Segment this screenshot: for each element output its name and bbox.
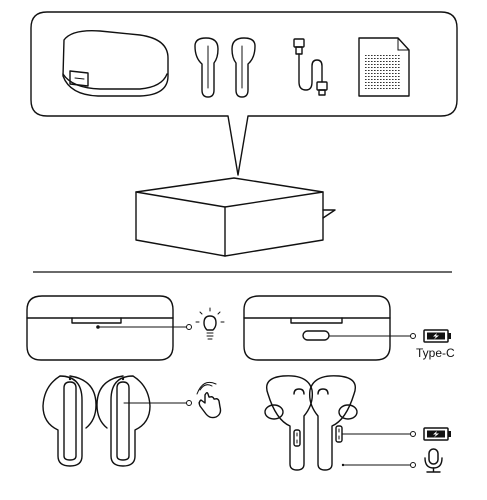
microphone-icon [424,448,443,473]
package-box [135,177,336,257]
touch-control-icon [196,381,222,419]
usb-c-cable-icon [293,38,328,96]
led-dot [96,325,100,329]
manual-icon [358,37,410,97]
battery-charging-icon-2 [423,427,451,441]
earbuds-icon [194,37,256,98]
charging-case-icon [62,30,169,97]
earbuds-front-view [42,375,192,467]
battery-charging-icon [423,329,451,343]
case-front-view [26,295,192,361]
led-indicator-icon [195,307,225,340]
manual-text-lines [365,55,400,89]
usb-c-port [302,330,330,341]
case-back-view [243,295,416,361]
package-contents-bubble [30,11,458,176]
type-c-label: Type-C [416,346,455,360]
earbuds-back-view [264,375,416,471]
